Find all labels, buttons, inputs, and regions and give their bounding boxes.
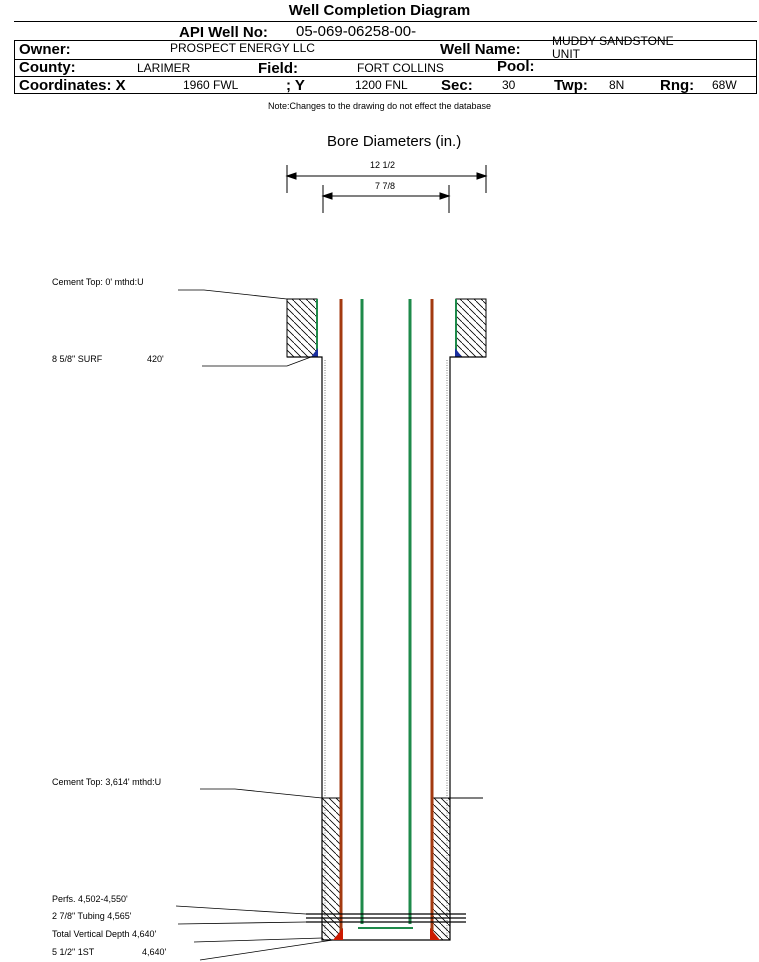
surface-shoe-left bbox=[311, 348, 318, 357]
owner-label: Owner: bbox=[19, 41, 71, 58]
coord-y-label: ; Y bbox=[286, 77, 305, 94]
twp-label: Twp: bbox=[554, 77, 588, 94]
header-right-border bbox=[756, 40, 757, 93]
cement-top-label-2: Cement Top: 3,614' mthd:U bbox=[52, 777, 162, 787]
surface-cement-left bbox=[286, 298, 318, 358]
owner-value: PROSPECT ENERGY LLC bbox=[170, 41, 315, 55]
tubing-label: 2 7/8" Tubing 4,565' bbox=[52, 911, 132, 921]
sec-label: Sec: bbox=[441, 77, 473, 94]
outer-bore-dimension bbox=[285, 165, 488, 193]
header-rule-3 bbox=[14, 76, 757, 77]
outer-bore-label: 12 1/2 bbox=[370, 160, 396, 170]
inner-bore-dimension bbox=[321, 185, 451, 213]
rng-value: 68W bbox=[712, 78, 737, 92]
field-label: Field: bbox=[258, 60, 298, 77]
open-hole-outline bbox=[287, 356, 486, 941]
api-label: API Well No: bbox=[179, 24, 268, 41]
county-value: LARIMER bbox=[137, 61, 191, 75]
rng-label: Rng: bbox=[660, 77, 695, 94]
twp-value: 8N bbox=[609, 78, 625, 92]
coord-y-value: 1200 FNL bbox=[355, 78, 408, 92]
header-rule-2 bbox=[14, 59, 757, 60]
bore-diameters-title: Bore Diameters (in.) bbox=[327, 133, 462, 150]
surface-cement-right bbox=[455, 298, 487, 358]
cement-top-label-1: Cement Top: 0' mthd:U bbox=[52, 277, 144, 287]
production-shoe-right bbox=[430, 928, 440, 940]
production-depth-label: 4,640' bbox=[142, 947, 167, 957]
well-name-label: Well Name: bbox=[440, 41, 521, 58]
production-shoe-left bbox=[333, 928, 343, 940]
coord-x-value: 1960 FWL bbox=[183, 78, 239, 92]
pool-label: Pool: bbox=[497, 58, 535, 75]
callout-leaders bbox=[175, 289, 334, 961]
perforations bbox=[306, 913, 466, 923]
surface-shoe-right bbox=[455, 348, 462, 357]
surface-depth-label: 420' bbox=[147, 354, 164, 364]
surface-casing-label: 8 5/8" SURF bbox=[52, 354, 103, 364]
coord-x-label: Coordinates: X bbox=[19, 77, 126, 94]
header-bottom-rule bbox=[14, 93, 757, 94]
production-cement-right bbox=[431, 797, 451, 941]
county-label: County: bbox=[19, 59, 76, 76]
field-value: FORT COLLINS bbox=[357, 61, 444, 75]
well-name-line2: UNIT bbox=[552, 47, 580, 61]
database-note: Note:Changes to the drawing do not effec… bbox=[268, 101, 491, 111]
inner-bore-label: 7 7/8 bbox=[375, 181, 396, 191]
diagram-title: Well Completion Diagram bbox=[288, 2, 471, 19]
api-value: 05-069-06258-00- bbox=[296, 23, 417, 40]
header-left-border bbox=[14, 40, 15, 93]
header-rule-1 bbox=[14, 40, 757, 41]
production-cement-left bbox=[321, 797, 341, 941]
tvd-label: Total Vertical Depth 4,640' bbox=[52, 929, 157, 939]
perfs-label: Perfs. 4,502-4,550' bbox=[52, 894, 128, 904]
production-casing-label: 5 1/2" 1ST bbox=[52, 947, 95, 957]
sec-value: 30 bbox=[502, 78, 516, 92]
well-name-line1: MUDDY SANDSTONE bbox=[552, 34, 674, 48]
header-top-rule bbox=[14, 21, 757, 22]
